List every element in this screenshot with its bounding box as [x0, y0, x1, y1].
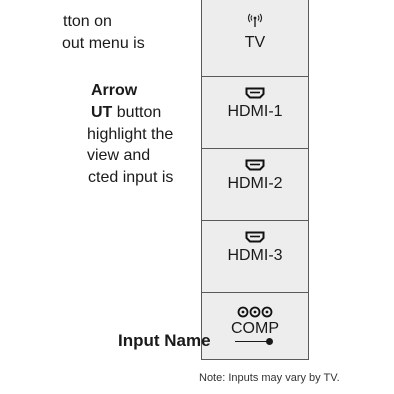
input-item-hdmi-3[interactable]: HDMI-3: [202, 221, 308, 293]
callout-leader-line: [235, 341, 268, 342]
callout-label: Input Name: [118, 331, 211, 350]
component-icon: [237, 306, 273, 318]
instruction-line: view and: [87, 147, 151, 164]
input-label: COMP: [231, 320, 279, 337]
input-label: HDMI-1: [227, 103, 283, 120]
input-item-hdmi-2[interactable]: HDMI-2: [202, 149, 308, 221]
instruction-line: cted input is: [88, 169, 174, 186]
instruction-line: UT button: [91, 104, 162, 121]
instruction-line: highlight the: [87, 126, 174, 143]
input-item-comp[interactable]: COMP: [202, 293, 308, 360]
footnote: Note: Inputs may vary by TV.: [199, 372, 340, 384]
callout-dot: [266, 338, 273, 345]
input-item-hdmi-1[interactable]: HDMI-1: [202, 77, 308, 149]
instruction-line: tton on: [63, 13, 112, 30]
instruction-line: out menu is: [62, 35, 145, 52]
hdmi-icon: [245, 231, 265, 243]
input-label: TV: [244, 34, 266, 51]
antenna-icon: [247, 13, 263, 27]
input-label: HDMI-2: [227, 175, 283, 192]
hdmi-icon: [245, 87, 265, 99]
input-item-tv[interactable]: TV: [202, 0, 308, 77]
instruction-line: Arrow: [91, 82, 138, 99]
input-menu: TV HDMI-1 HDMI-2 HDMI-3 COMP: [201, 0, 309, 360]
hdmi-icon: [245, 159, 265, 171]
input-label: HDMI-3: [227, 247, 283, 264]
